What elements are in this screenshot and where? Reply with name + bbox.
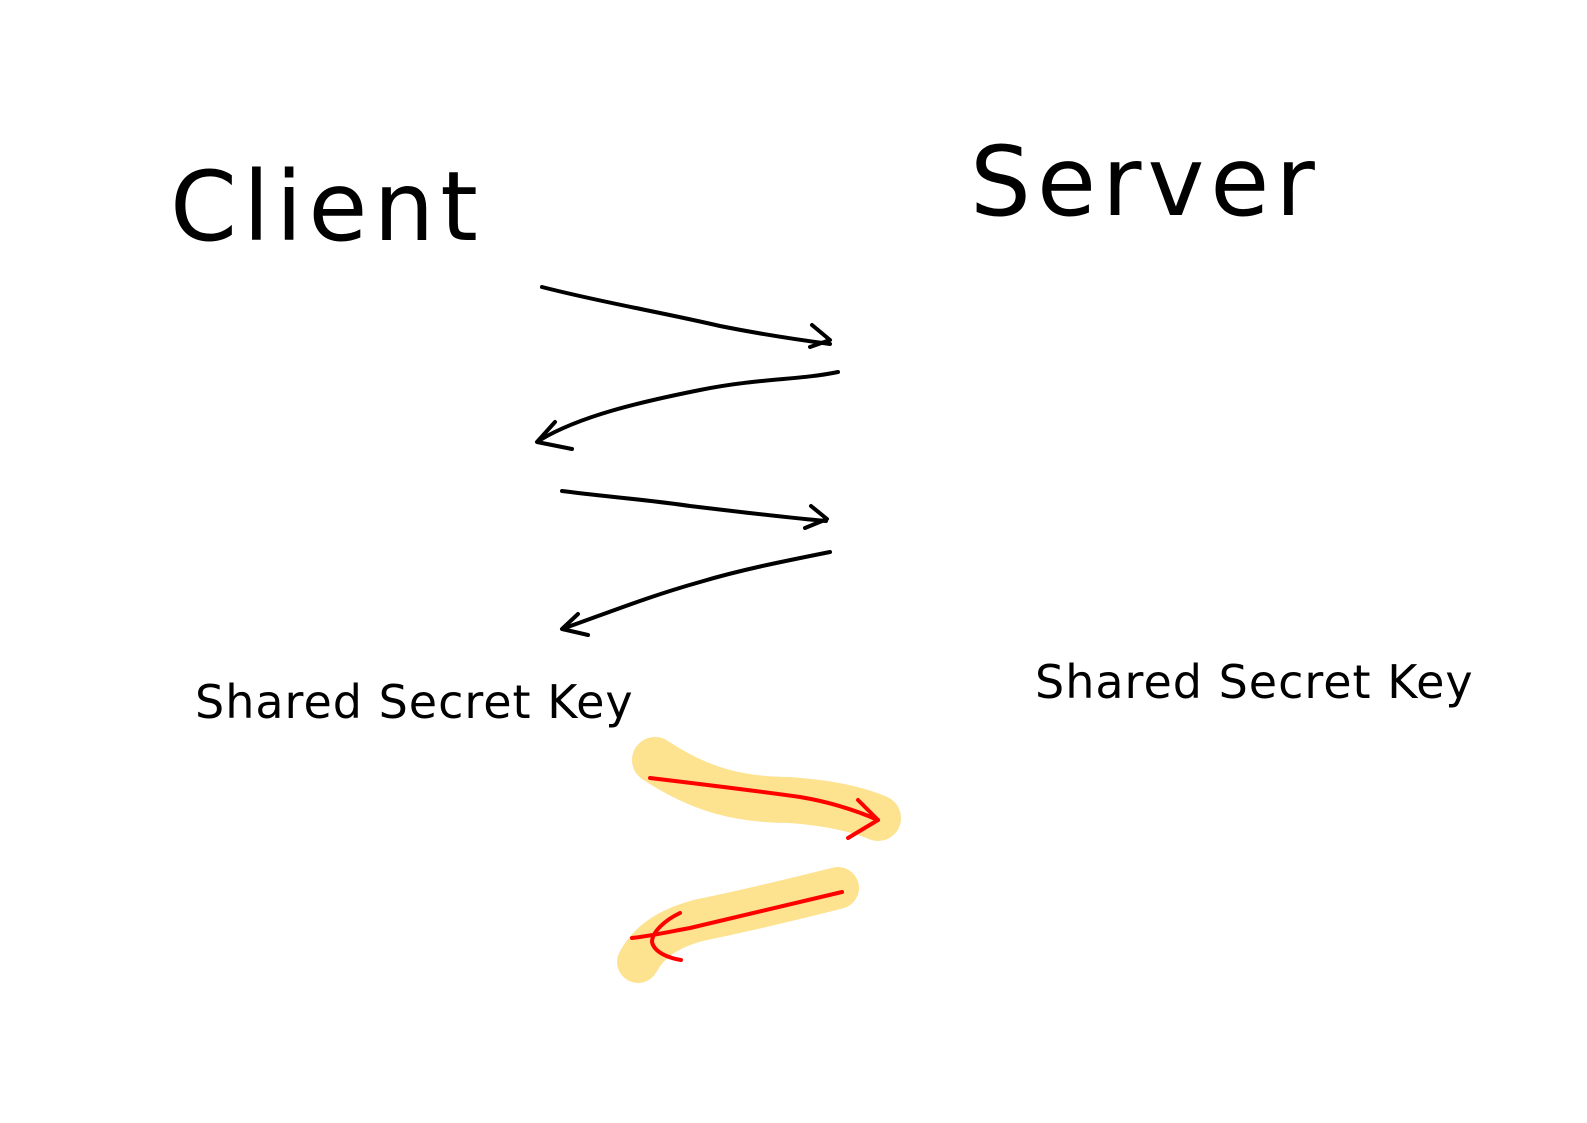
server-label: Server <box>970 126 1321 238</box>
handshake-arrow-4 <box>560 550 832 637</box>
handshake-arrow-1 <box>540 285 832 349</box>
encrypted-arrow-1 <box>632 737 901 841</box>
handshake-arrow-3 <box>560 489 829 530</box>
client-shared-key-label: Shared Secret Key <box>195 675 634 729</box>
server-shared-key-label: Shared Secret Key <box>1035 655 1474 709</box>
handshake-arrow-2 <box>535 370 840 451</box>
client-label: Client <box>170 151 484 263</box>
encrypted-arrows <box>617 737 901 983</box>
encrypted-arrow-2 <box>617 867 859 983</box>
handshake-arrows <box>535 285 840 637</box>
